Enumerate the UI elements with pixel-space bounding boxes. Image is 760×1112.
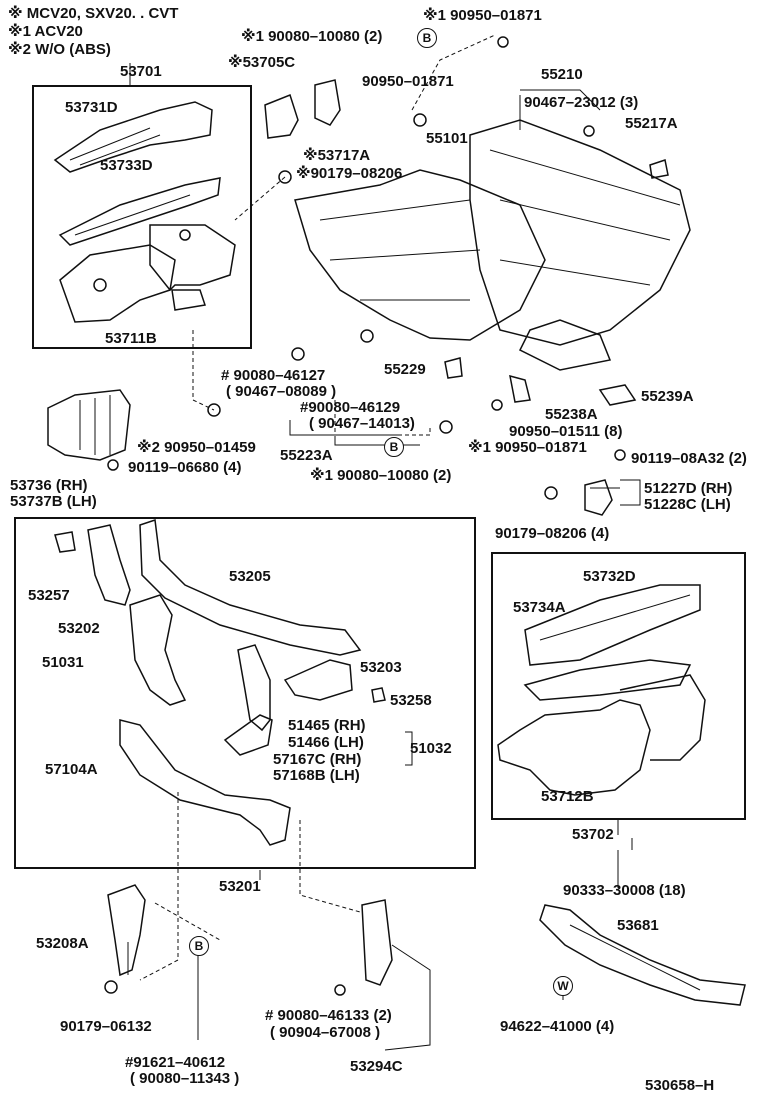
part-53733d xyxy=(58,177,221,246)
label-53203: 53203 xyxy=(360,659,402,676)
label-90119-08a32: 90119–08A32 (2) xyxy=(631,450,747,467)
marker-b-mid: B xyxy=(384,437,404,457)
note-2: ※2 W/O (ABS) xyxy=(8,41,111,58)
part-53257 xyxy=(54,531,76,553)
label-90080-46127: # 90080–46127 xyxy=(221,367,326,384)
label-53202: 53202 xyxy=(58,620,100,637)
label-90467-08089: ( 90467–08089 ) xyxy=(226,383,337,400)
label-90333-30008: 90333–30008 (18) xyxy=(563,882,686,899)
label-90080-46133: # 90080–46133 (2) xyxy=(265,1007,392,1024)
label-51465: 51465 (RH) xyxy=(288,717,366,734)
part-51031 xyxy=(129,594,187,706)
part-51227d xyxy=(584,479,613,516)
label-90950-01871-low: ※1 90950–01871 xyxy=(468,439,587,456)
label-90179-08206-4: 90179–08206 (4) xyxy=(495,525,610,542)
label-55239a: 55239A xyxy=(641,388,694,405)
part-53712b xyxy=(497,699,651,796)
label-53701: 53701 xyxy=(120,63,162,80)
part-55210 xyxy=(469,119,691,346)
label-53711b: 53711B xyxy=(105,330,157,347)
label-90080-46129: #90080–46129 xyxy=(300,399,401,416)
part-53711b xyxy=(59,244,176,323)
label-53712b: 53712B xyxy=(541,788,594,805)
label-51228c: 51228C (LH) xyxy=(644,496,731,513)
label-90080-10080-top: ※1 90080–10080 (2) xyxy=(241,28,383,45)
part-53294c xyxy=(361,899,393,986)
note-main: ※ MCV20, SXV20. . CVT xyxy=(8,5,179,22)
part-57104a xyxy=(119,719,291,846)
label-55217a: 55217A xyxy=(625,115,678,132)
label-53737b: 53737B (LH) xyxy=(10,493,97,510)
label-90950-01459: ※2 90950–01459 xyxy=(137,439,256,456)
label-55238a: 55238A xyxy=(545,406,598,423)
label-90904-67008: ( 90904–67008 ) xyxy=(270,1024,381,1041)
marker-b-low: B xyxy=(189,936,209,956)
part-53705c xyxy=(264,94,299,139)
label-51032: 51032 xyxy=(410,740,452,757)
label-90950-01871-mid: 90950–01871 xyxy=(362,73,454,90)
label-90467-23012: 90467–23012 (3) xyxy=(524,94,639,111)
label-90119-06680: 90119–06680 (4) xyxy=(128,459,242,476)
label-53732d: 53732D xyxy=(583,568,636,585)
label-55223a: 55223A xyxy=(280,447,333,464)
label-90950-01871-top: ※1 90950–01871 xyxy=(423,7,542,24)
label-53208a: 53208A xyxy=(36,935,89,952)
group-box-53201 xyxy=(14,517,476,869)
label-51031: 51031 xyxy=(42,654,84,671)
part-53734a xyxy=(523,659,692,701)
label-53258: 53258 xyxy=(390,692,432,709)
part-53736 xyxy=(47,389,131,461)
label-57104a: 57104A xyxy=(45,761,98,778)
part-57167c xyxy=(223,714,273,756)
label-53205: 53205 xyxy=(229,568,271,585)
label-51227d: 51227D (RH) xyxy=(644,480,733,497)
label-53681: 53681 xyxy=(617,917,659,934)
label-55210: 55210 xyxy=(541,66,583,83)
label-90179-06132: 90179–06132 xyxy=(60,1018,152,1035)
group-box-53702 xyxy=(491,552,746,820)
part-53258 xyxy=(371,687,386,703)
part-51465 xyxy=(237,644,271,732)
label-53736: 53736 (RH) xyxy=(10,477,88,494)
label-90179-08206-top: ※90179–08206 xyxy=(296,165,403,182)
group-box-53701 xyxy=(32,85,252,349)
label-53717a: ※53717A xyxy=(303,147,371,164)
marker-w: W xyxy=(553,976,573,996)
part-53203 xyxy=(283,659,353,701)
label-94622-41000: 94622–41000 (4) xyxy=(500,1018,615,1035)
label-53702: 53702 xyxy=(572,826,614,843)
label-90080-11343: ( 90080–11343 ) xyxy=(130,1070,240,1087)
part-53732d xyxy=(524,584,701,666)
label-53705c: ※53705C xyxy=(228,54,296,71)
note-1: ※1 ACV20 xyxy=(8,23,83,40)
part-53208a xyxy=(107,884,146,977)
label-53731d: 53731D xyxy=(65,99,118,116)
diagram-code: 530658–H xyxy=(645,1077,715,1094)
label-53734a: 53734A xyxy=(513,599,566,616)
marker-b-top: B xyxy=(417,28,437,48)
label-91621-40612: #91621–40612 xyxy=(125,1054,226,1071)
part-53681 xyxy=(539,904,746,1006)
label-55229: 55229 xyxy=(384,361,426,378)
part-55101 xyxy=(294,169,546,341)
part-53717a xyxy=(314,79,341,126)
label-57167c: 57167C (RH) xyxy=(273,751,362,768)
part-53205 xyxy=(139,518,362,656)
label-53201: 53201 xyxy=(219,878,261,895)
label-90080-10080-low: ※1 90080–10080 (2) xyxy=(310,467,452,484)
label-53733d: 53733D xyxy=(100,157,153,174)
part-53731d xyxy=(53,101,213,173)
label-90467-14013: ( 90467–14013) xyxy=(309,415,415,432)
label-55101: 55101 xyxy=(426,130,468,147)
label-53294c: 53294C xyxy=(350,1058,403,1075)
label-57168b: 57168B (LH) xyxy=(273,767,360,784)
part-53202 xyxy=(87,524,131,606)
label-90950-01511: 90950–01511 (8) xyxy=(509,423,623,440)
label-51466: 51466 (LH) xyxy=(288,734,364,751)
label-53257: 53257 xyxy=(28,587,70,604)
